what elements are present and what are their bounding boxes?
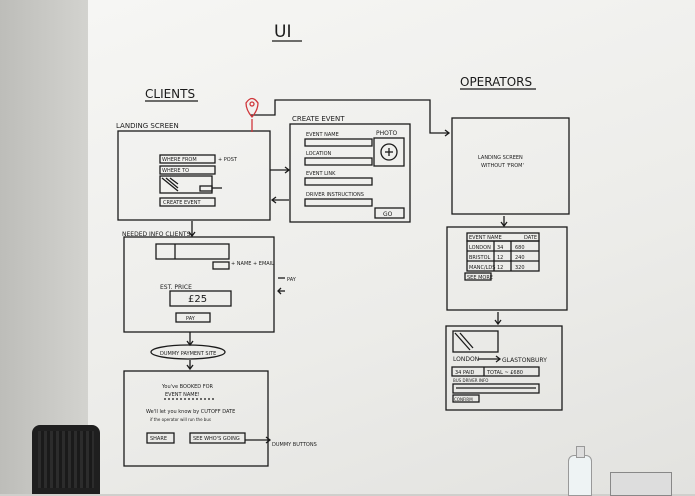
confirm-button: CONFIRM — [454, 397, 473, 402]
total-price: TOTAL ~ £680 — [486, 370, 523, 376]
wall — [0, 0, 100, 494]
spray-bottle — [568, 446, 592, 496]
booked-line2: EVENT NAME! — [165, 392, 200, 398]
where-to: WHERE TO — [162, 168, 189, 174]
where-from: WHERE FROM — [162, 157, 197, 163]
event-name: EVENT NAME — [306, 132, 339, 138]
pay-button: PAY — [186, 316, 196, 322]
whiteboard — [88, 0, 695, 494]
pay-annotation: PAY — [287, 277, 297, 283]
see-more: SEE MORE — [467, 275, 493, 281]
table-row-count: 34 — [497, 245, 503, 251]
table-row-price: 240 — [515, 255, 525, 261]
location: LOCATION — [306, 151, 332, 157]
location-pin-icon — [245, 97, 259, 132]
paid-count: 34 PAID — [455, 370, 475, 376]
event-name-header: EVENT NAME — [469, 235, 502, 241]
bus-driver-info: BUS DRIVER INFO — [453, 378, 488, 383]
table-row-count: 12 — [497, 255, 503, 261]
photo: PHOTO — [376, 130, 398, 137]
driver-instructions: DRIVER INSTRUCTIONS — [306, 192, 364, 198]
table-row-city: MANC/LDS — [469, 265, 495, 271]
price-value: £25 — [188, 294, 207, 305]
office-chair — [32, 425, 100, 494]
table-row-city: BRISTOL — [469, 255, 491, 261]
share-button: SHARE — [150, 436, 167, 442]
route-to: GLASTONBURY — [502, 357, 547, 364]
operators-heading: OPERATORS — [460, 75, 532, 89]
table-row-price: 680 — [515, 245, 525, 251]
op-landing-line2: WITHOUT 'FROM' — [481, 163, 524, 169]
dummy-payment: DUMMY PAYMENT SITE — [160, 351, 216, 357]
create-event-label: CREATE EVENT — [292, 115, 345, 123]
board-title: UI — [274, 22, 291, 42]
clients-heading: CLIENTS — [145, 87, 195, 101]
table-row-count: 12 — [497, 265, 503, 271]
post-note: + POST — [218, 157, 238, 163]
go: GO — [383, 211, 393, 218]
booked-line4: if the operator will run the bus — [150, 417, 211, 422]
table-row-price: 320 — [515, 265, 525, 271]
booked-line1: You've BOOKED FOR — [161, 384, 214, 390]
route-from: LONDON — [453, 356, 479, 363]
dummy-buttons: DUMMY BUTTONS — [272, 442, 317, 448]
event-link: EVENT LINK — [306, 171, 336, 177]
name-email: + NAME + EMAIL — [231, 261, 274, 267]
table-row-city: LONDON — [469, 245, 491, 251]
op-landing-line1: LANDING SCREEN — [478, 155, 523, 161]
est-price: EST. PRICE — [160, 284, 192, 291]
booked-line3: We'll let you know by CUTOFF DATE — [146, 409, 235, 415]
date-header: DATE — [524, 235, 537, 241]
events-table: LONDON 34 680 BRISTOL 12 240 MANC/LDS 12… — [469, 245, 525, 271]
landing-create-event: CREATE EVENT — [163, 200, 201, 206]
needed-info-label: NEEDED INFO CLIENTS — [122, 231, 191, 238]
landing-screen-label: LANDING SCREEN — [116, 122, 179, 130]
see-who-going-button: SEE WHO'S GOING — [193, 436, 240, 442]
